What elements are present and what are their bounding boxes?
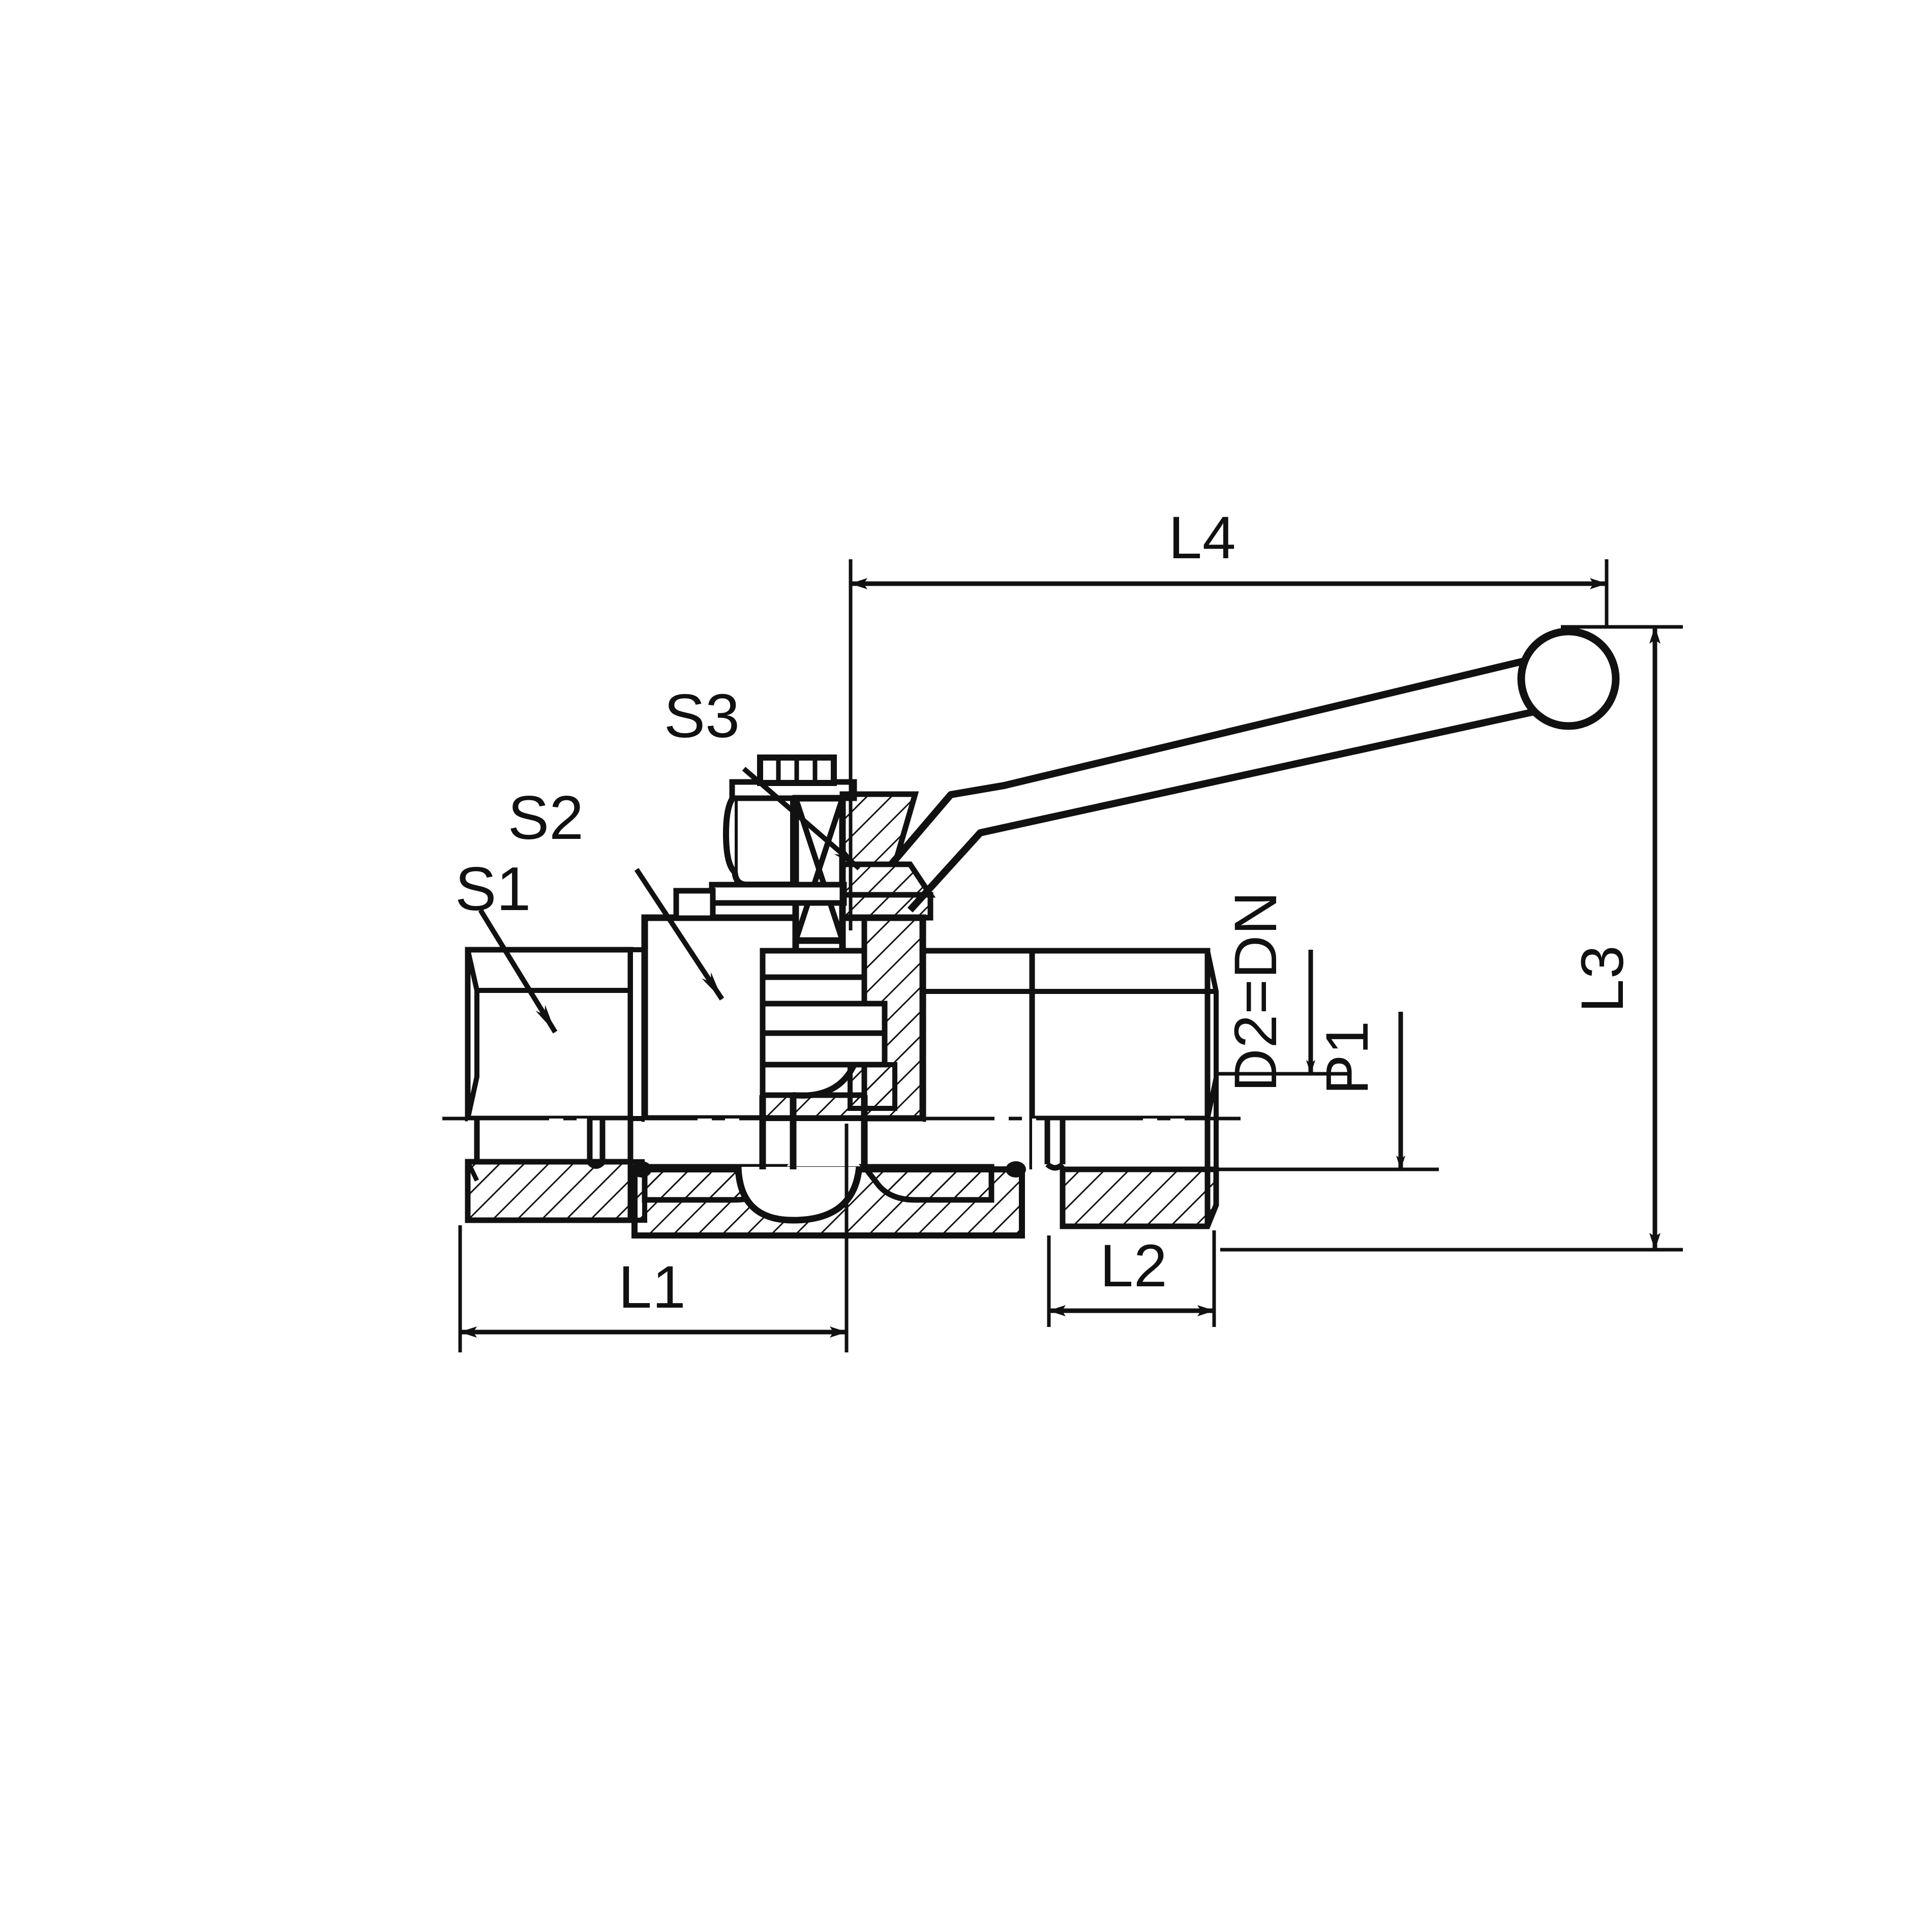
seal-right xyxy=(1006,1161,1026,1178)
part-label-s3: S3 xyxy=(664,681,740,750)
leader-s2 xyxy=(634,868,725,1001)
seal-left xyxy=(631,1161,652,1178)
dimension-l3 xyxy=(1220,625,1683,1252)
dimension-l4 xyxy=(849,559,1609,930)
dimension-p1 xyxy=(1216,1012,1439,1171)
dimension-label-l1: L1 xyxy=(618,1254,686,1321)
dimension-label-d2-dn: D2=DN xyxy=(1222,891,1289,1092)
right-end-connection-nut xyxy=(1029,948,1219,1229)
left-end-connection-nut xyxy=(465,947,633,1223)
stem-and-packing xyxy=(673,754,936,951)
dimension-d2-dn xyxy=(1216,950,1347,1076)
dimension-label-l4: L4 xyxy=(1168,504,1236,571)
part-label-s2: S2 xyxy=(508,783,584,852)
valve-assembly xyxy=(442,627,1620,1239)
dimension-label-l3: L3 xyxy=(1569,945,1636,1012)
leader-s3 xyxy=(742,767,861,870)
dimension-l2 xyxy=(1047,1230,1216,1327)
leader-s1 xyxy=(478,909,558,1034)
dimension-label-l2: L2 xyxy=(1100,1232,1167,1300)
dimension-label-p1: P1 xyxy=(1314,1020,1381,1095)
leader-lines xyxy=(478,767,861,1034)
dimension-l1 xyxy=(458,1124,849,1352)
handle-grip-ball xyxy=(1517,627,1620,730)
part-label-s1: S1 xyxy=(455,854,531,923)
lever-handle[interactable] xyxy=(888,627,1620,913)
